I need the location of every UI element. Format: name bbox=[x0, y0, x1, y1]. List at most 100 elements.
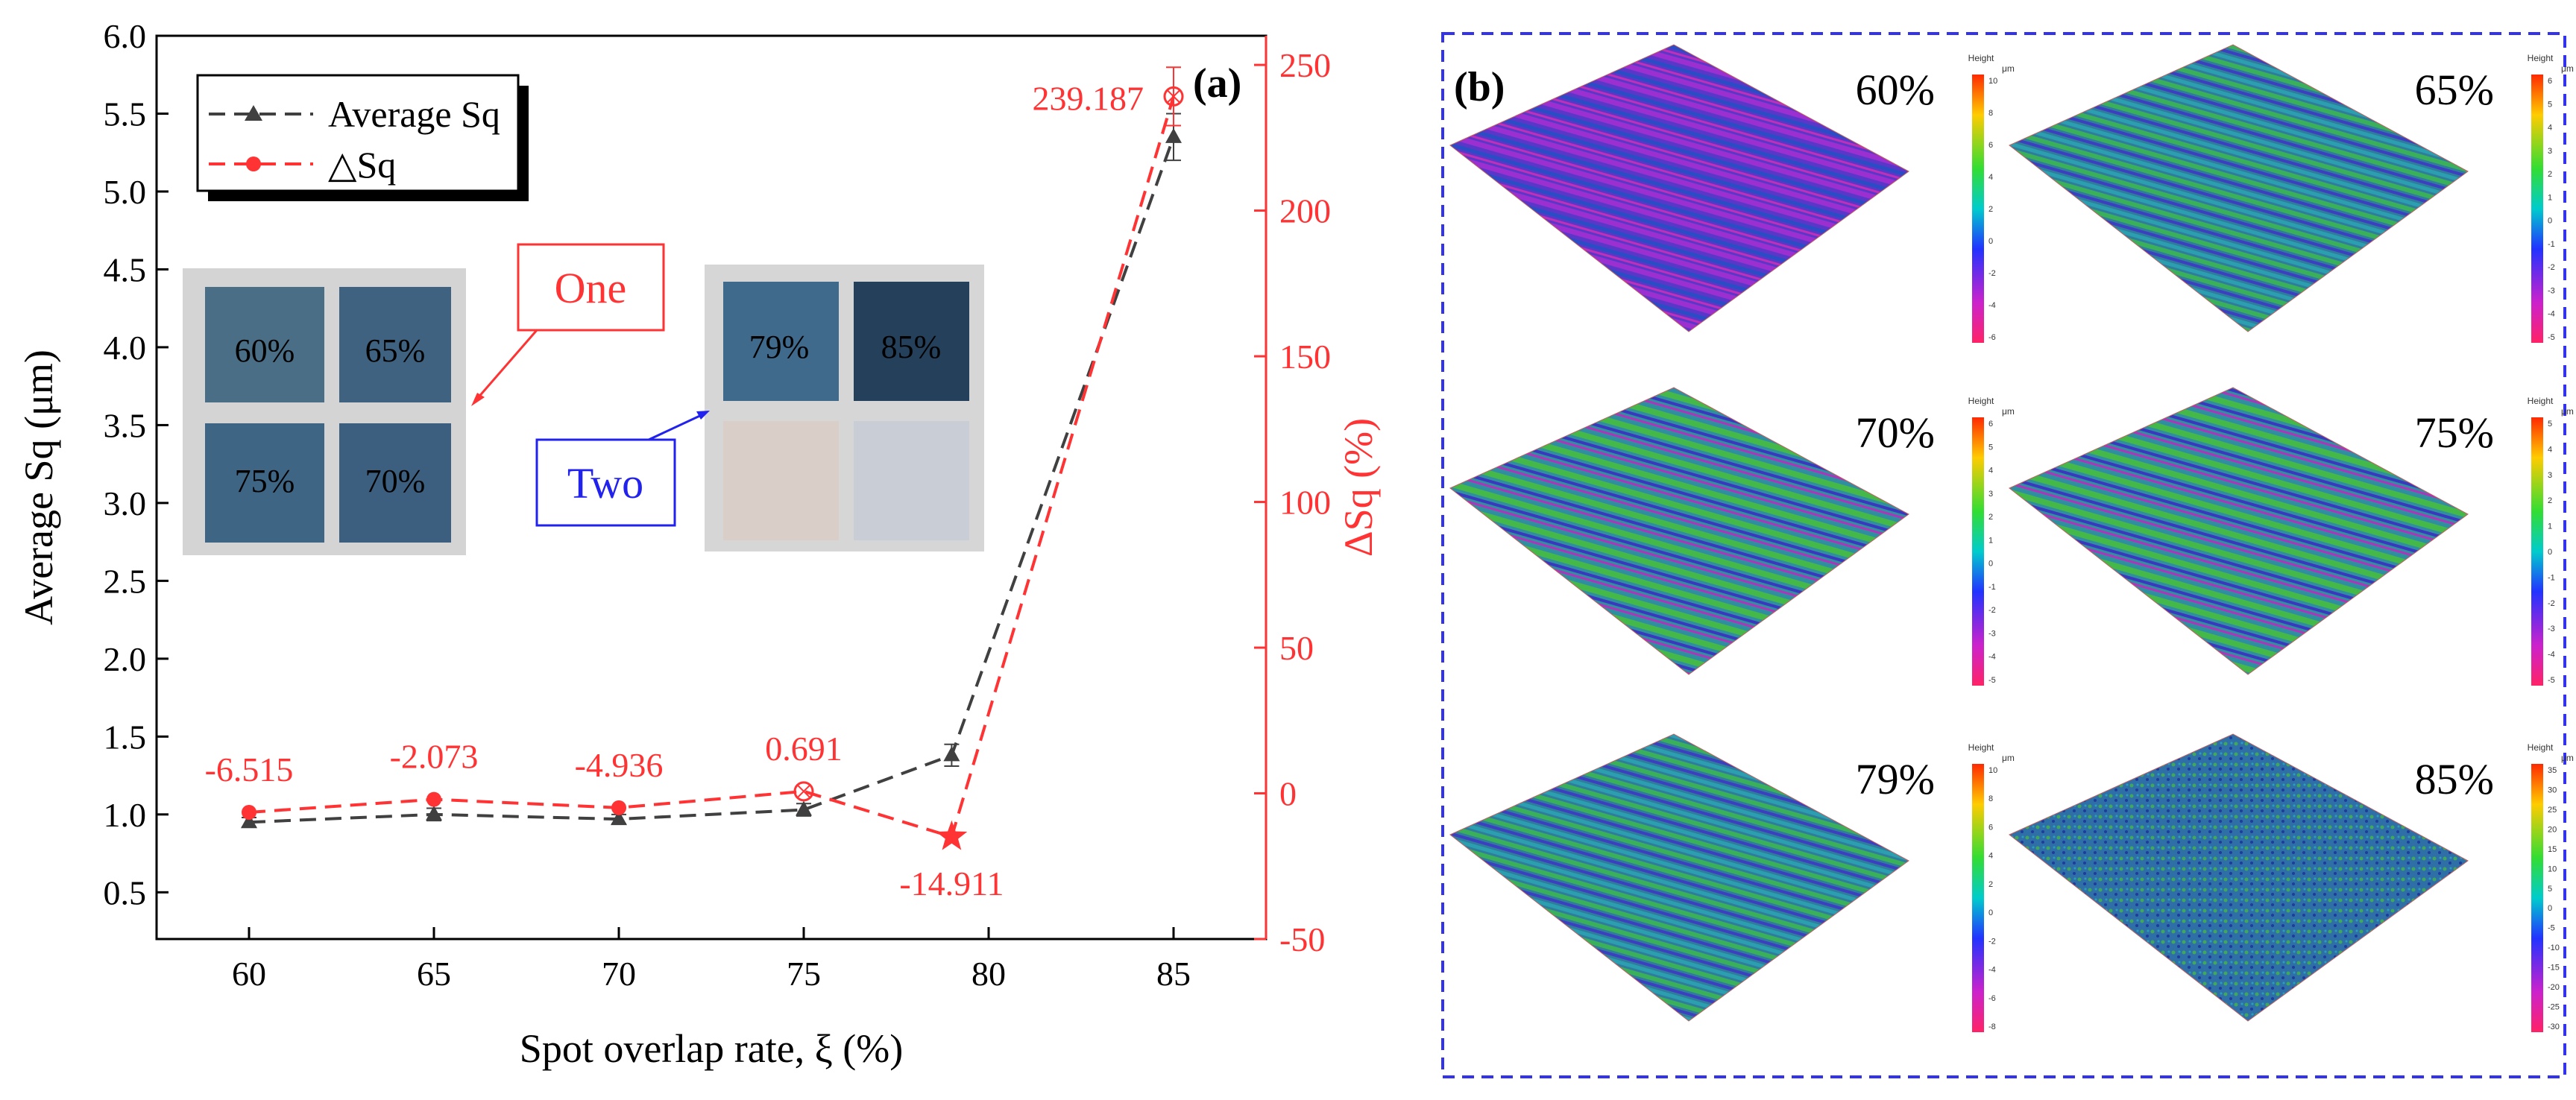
panel-b-frame bbox=[1441, 32, 2566, 1078]
average-sq-point bbox=[943, 746, 960, 762]
color-scale-bar bbox=[2531, 764, 2543, 1032]
y-tick-label: 5.5 bbox=[104, 95, 147, 133]
surface-map-label: 85% bbox=[2415, 755, 2494, 803]
y2-tick-label: 100 bbox=[1279, 484, 1331, 522]
y2-tick-label: 150 bbox=[1279, 338, 1331, 376]
y-tick-label: 0.5 bbox=[104, 873, 147, 911]
color-scale-bar bbox=[1972, 764, 1984, 1032]
legend-label-avg: Average Sq bbox=[328, 93, 500, 135]
y2-tick-label: 200 bbox=[1279, 192, 1331, 230]
x-tick-label: 85 bbox=[1156, 955, 1191, 993]
surface-map-label: 70% bbox=[1856, 408, 1935, 457]
scale-unit: μm bbox=[2002, 63, 2015, 74]
color-scale-tick: 0 bbox=[2548, 904, 2552, 913]
color-scale-bar bbox=[1972, 75, 1984, 343]
color-scale-tick: -3 bbox=[1988, 629, 1996, 638]
callout-one: One bbox=[471, 243, 665, 406]
color-scale-tick: 1 bbox=[2548, 522, 2552, 531]
callout-two-text: Two bbox=[567, 459, 643, 508]
color-scale-tick: 6 bbox=[1988, 823, 1993, 832]
y-tick-label: 2.5 bbox=[104, 562, 147, 600]
y-tick-label: 4.0 bbox=[104, 329, 147, 367]
color-scale-tick: 6 bbox=[2548, 77, 2552, 86]
color-scale-tick: 35 bbox=[2548, 766, 2557, 775]
photo-label-75: 75% bbox=[235, 463, 295, 499]
color-scale-tick: -1 bbox=[2548, 573, 2555, 582]
color-scale-tick: 4 bbox=[2548, 124, 2552, 133]
panel-b-label: (b) bbox=[1454, 64, 1505, 110]
panel-a: 0.51.01.52.02.53.03.54.04.55.05.56.0 -50… bbox=[16, 17, 1381, 1071]
y-tick-label: 2.0 bbox=[104, 640, 147, 678]
delta-sq-point-cross bbox=[1167, 89, 1180, 104]
callout-two: Two bbox=[535, 411, 710, 527]
surface-map-label: 60% bbox=[1856, 66, 1935, 114]
scale-title: Height bbox=[1968, 742, 1994, 753]
panel-b: (b) 60%Heightμm1086420-2-4-665%Heightμm6… bbox=[1441, 32, 2574, 1078]
color-scale-bar bbox=[2531, 75, 2543, 343]
color-scale-tick: -6 bbox=[1988, 333, 1996, 342]
color-scale-tick: -30 bbox=[2548, 1022, 2560, 1031]
series-delta-sq-line bbox=[248, 95, 1175, 839]
color-scale-tick: 30 bbox=[2548, 786, 2557, 794]
color-scale-tick: -3 bbox=[2548, 625, 2555, 633]
scale-unit: μm bbox=[2561, 406, 2574, 417]
color-scale-tick: -1 bbox=[2548, 240, 2555, 249]
color-scale-tick: 20 bbox=[2548, 825, 2557, 834]
color-scale-tick: 5 bbox=[2548, 100, 2552, 109]
x-tick-label: 70 bbox=[602, 955, 636, 993]
y-tick-label: 1.0 bbox=[104, 796, 147, 834]
scale-unit: μm bbox=[2002, 406, 2015, 417]
legend-label-delta: △Sq bbox=[328, 144, 396, 186]
scale-title: Height bbox=[1968, 396, 1994, 406]
color-scale-tick: -4 bbox=[2548, 310, 2555, 319]
color-scale-tick: 4 bbox=[1988, 852, 1993, 861]
legend: Average Sq △Sq bbox=[196, 74, 529, 201]
color-scale-tick: 5 bbox=[1988, 443, 1993, 452]
color-scale-tick: 5 bbox=[2548, 885, 2552, 894]
color-scale-tick: -25 bbox=[2548, 1003, 2560, 1012]
x-tick-label: 60 bbox=[232, 955, 266, 993]
color-scale-tick: -3 bbox=[2548, 286, 2555, 295]
photo-label-70: 70% bbox=[365, 463, 426, 499]
color-scale-tick: -1 bbox=[1988, 583, 1996, 592]
color-scale-tick: -6 bbox=[1988, 994, 1996, 1003]
delta-sq-point bbox=[611, 800, 626, 815]
scale-title: Height bbox=[2528, 396, 2554, 406]
y2-tick-label: 250 bbox=[1279, 46, 1331, 84]
color-scale-tick: -10 bbox=[2548, 943, 2560, 952]
color-scale-tick: 10 bbox=[2548, 864, 2557, 873]
color-scale-tick: 2 bbox=[2548, 170, 2552, 179]
color-scale-tick: 0 bbox=[1988, 237, 1993, 246]
surface-map-plot bbox=[2009, 387, 2469, 675]
scale-unit: μm bbox=[2561, 63, 2574, 74]
color-scale-tick: -2 bbox=[2548, 599, 2555, 608]
color-scale-tick: -2 bbox=[2548, 263, 2555, 272]
average-sq-point bbox=[796, 800, 812, 816]
color-scale-tick: 8 bbox=[1988, 794, 1993, 803]
color-scale-tick: 0 bbox=[1988, 560, 1993, 569]
left-axis: 0.51.01.52.02.53.03.54.04.55.05.56.0 bbox=[104, 17, 169, 911]
scale-unit: μm bbox=[2561, 753, 2574, 763]
color-scale-tick: -4 bbox=[1988, 966, 1996, 975]
maps-layer: 60%Heightμm1086420-2-4-665%Heightμm65432… bbox=[1449, 44, 2574, 1032]
y-tick-label: 3.0 bbox=[104, 484, 147, 522]
color-scale-tick: 1 bbox=[2548, 193, 2552, 202]
color-scale-tick: 8 bbox=[1988, 109, 1993, 118]
delta-sq-point-cross bbox=[797, 785, 810, 798]
delta-sq-data-label: -4.936 bbox=[575, 746, 664, 784]
color-scale-tick: 3 bbox=[2548, 147, 2552, 156]
color-scale-tick: -4 bbox=[1988, 653, 1996, 662]
color-scale-tick: 0 bbox=[2548, 217, 2552, 226]
surface-map-plot bbox=[1449, 44, 1909, 332]
color-scale-tick: 4 bbox=[1988, 173, 1993, 182]
color-scale-tick: -2 bbox=[1988, 606, 1996, 615]
delta-sq-point bbox=[242, 804, 256, 820]
photo-label-85: 85% bbox=[881, 329, 942, 365]
y-tick-label: 3.5 bbox=[104, 406, 147, 444]
